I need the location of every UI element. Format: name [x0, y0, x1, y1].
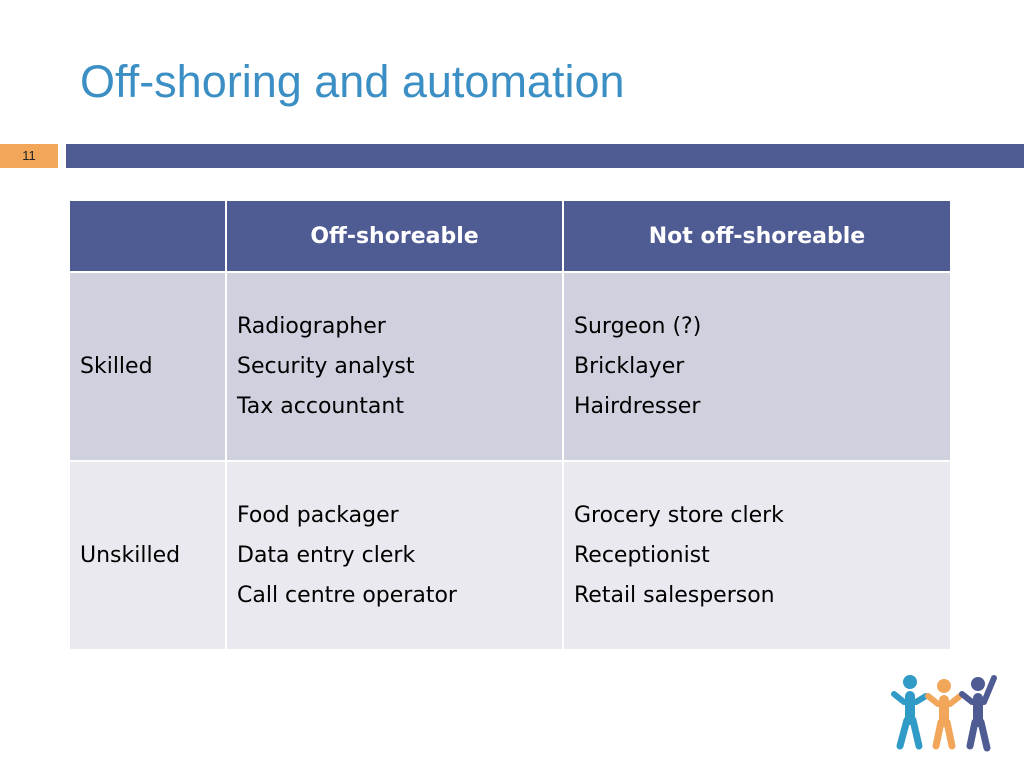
- list-item: Call centre operator: [237, 582, 457, 608]
- list-item: Grocery store clerk: [574, 502, 784, 528]
- list-item: Hairdresser: [574, 393, 701, 419]
- slide-title: Off-shoring and automation: [80, 56, 625, 107]
- list-item: Security analyst: [237, 353, 415, 379]
- row-label-skilled: Skilled: [68, 271, 227, 462]
- cell-skilled-not-offshoreable: Surgeon (?) Bricklayer Hairdresser: [562, 271, 952, 462]
- list-item: Food packager: [237, 502, 399, 528]
- person-figure-blue: [891, 675, 929, 750]
- person-figure-navy: [959, 675, 997, 752]
- title-divider-bar: [66, 144, 1024, 168]
- cell-unskilled-not-offshoreable: Grocery store clerk Receptionist Retail …: [562, 460, 952, 651]
- offshoring-table: Off-shoreable Not off-shoreable Skilled …: [68, 199, 952, 651]
- list-item: Tax accountant: [237, 393, 404, 419]
- page-number-badge: 11: [0, 144, 58, 168]
- table-row: Unskilled Food packager Data entry clerk…: [68, 460, 952, 651]
- header-not-offshoreable: Not off-shoreable: [562, 199, 952, 273]
- list-item: Bricklayer: [574, 353, 685, 379]
- people-group-icon: [891, 675, 997, 752]
- list-item: Radiographer: [237, 313, 386, 339]
- list-item: Data entry clerk: [237, 542, 416, 568]
- cell-unskilled-offshoreable: Food packager Data entry clerk Call cent…: [225, 460, 564, 651]
- table-row: Skilled Radiographer Security analyst Ta…: [68, 271, 952, 462]
- person-figure-orange: [925, 679, 963, 750]
- header-corner-cell: [68, 199, 227, 273]
- list-item: Surgeon (?): [574, 313, 702, 339]
- list-item: Retail salesperson: [574, 582, 775, 608]
- header-offshoreable: Off-shoreable: [225, 199, 564, 273]
- list-item: Receptionist: [574, 542, 710, 568]
- cell-skilled-offshoreable: Radiographer Security analyst Tax accoun…: [225, 271, 564, 462]
- row-label-unskilled: Unskilled: [68, 460, 227, 651]
- table-header-row: Off-shoreable Not off-shoreable: [68, 199, 952, 273]
